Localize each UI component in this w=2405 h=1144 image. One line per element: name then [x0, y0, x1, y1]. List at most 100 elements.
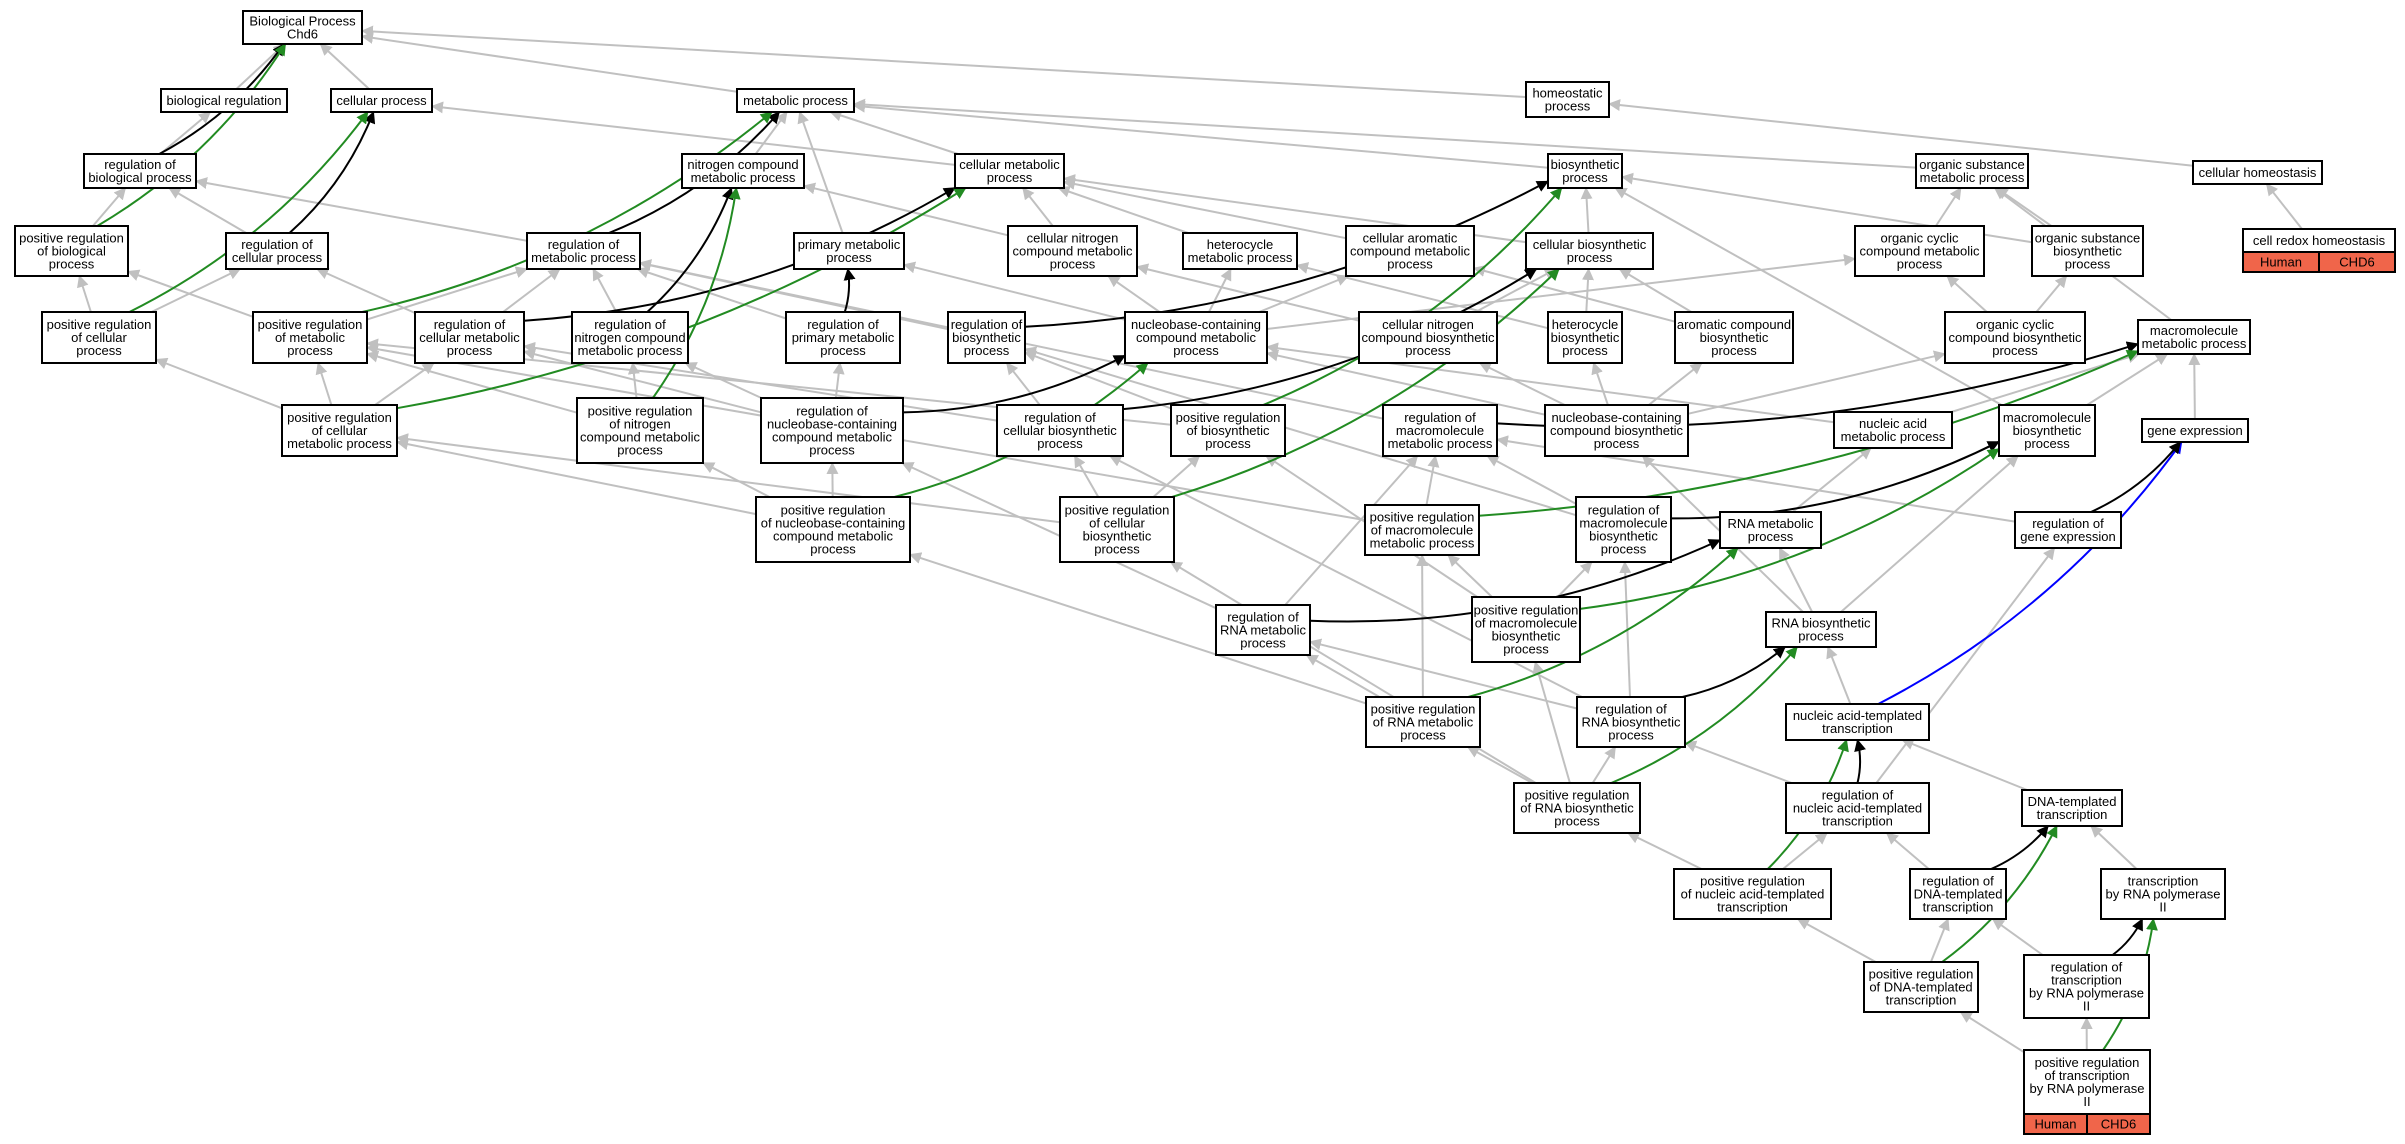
edge-line — [797, 111, 844, 234]
go-term-label: organic substance — [1919, 157, 2025, 172]
go-term-label: process — [1400, 728, 1446, 743]
edge-positively-regulates — [361, 111, 773, 313]
edge-line — [1682, 646, 1786, 698]
go-term-label: RNA metabolic — [1220, 623, 1306, 638]
go-term-label: process — [1897, 257, 1943, 272]
go-term-box — [1785, 703, 1930, 741]
go-term-node[interactable]: regulation ofnucleobase-containingcompou… — [760, 397, 904, 464]
go-term-label: cellular process — [232, 250, 323, 265]
edge-line — [1941, 825, 2058, 963]
go-term-node[interactable]: metabolic process — [736, 88, 855, 113]
go-term-node[interactable]: gene expression — [2141, 418, 2249, 443]
edge-line — [1486, 455, 1577, 505]
go-term-label: II — [2159, 900, 2166, 915]
go-term-label: positive regulation — [258, 317, 363, 332]
edge-is-a — [396, 438, 757, 516]
edge-is-a — [159, 111, 212, 155]
go-term-node[interactable]: cellular process — [330, 88, 433, 113]
edge-line — [155, 357, 283, 410]
go-term-node[interactable]: regulation ofmacromoleculebiosyntheticpr… — [1575, 496, 1672, 563]
go-term-label: cellular aromatic — [1363, 231, 1458, 246]
edge-is-a — [1556, 561, 1593, 598]
go-term-label: cellular metabolic — [419, 330, 520, 345]
go-term-label: positive regulation — [588, 404, 693, 419]
go-term-node[interactable]: biological regulation — [160, 88, 288, 113]
edge-line — [754, 111, 788, 155]
edge-regulates — [1670, 440, 2000, 520]
go-term-box — [1170, 404, 1286, 457]
edge-is-a — [684, 362, 762, 399]
edge-line — [1796, 918, 1877, 963]
go-term-box — [1544, 404, 1689, 457]
go-term-box — [1364, 504, 1480, 556]
go-term-node[interactable]: cellular homeostasis — [2192, 160, 2323, 185]
edge-is-a — [235, 43, 286, 90]
edge-is-a — [903, 261, 1126, 321]
edge-line — [1901, 738, 2028, 791]
go-term-label: biosynthetic — [1589, 529, 1658, 544]
edge-positively-regulates — [1171, 268, 1560, 498]
edge-is-a — [319, 43, 370, 90]
edge-line — [1473, 265, 1676, 323]
